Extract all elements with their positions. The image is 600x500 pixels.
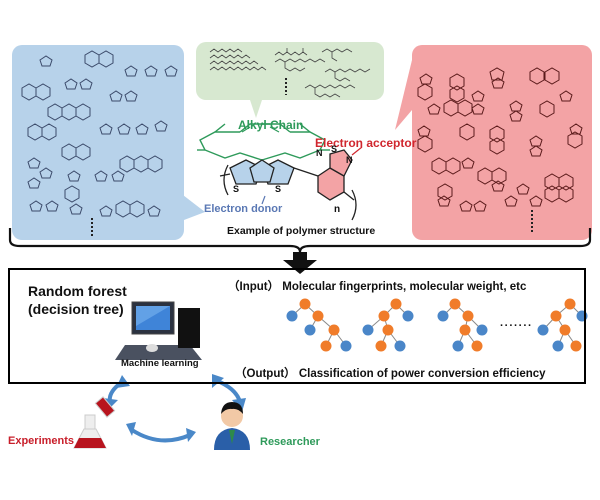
donor-pointer	[261, 195, 266, 205]
computer-icon	[115, 301, 202, 360]
arrow-experiments-researcher	[130, 428, 191, 443]
decision-tree-1	[286, 298, 352, 352]
donor-bubble-tail	[170, 185, 205, 220]
repeat-unit-n: n	[334, 204, 341, 215]
acceptor-thiadiazole-ring	[329, 149, 353, 177]
flask-icon	[73, 396, 116, 449]
acceptor-molecules	[417, 67, 583, 232]
decision-tree-2	[362, 298, 414, 352]
input-description: （Input） Molecular fingerprints, molecula…	[228, 281, 527, 293]
acceptor-nitrogen-1: N	[316, 148, 323, 158]
polymer-structure	[197, 123, 363, 221]
alkyl-pointer-right	[269, 126, 280, 133]
decision-trees	[286, 298, 588, 352]
output-description: （Output） Classification of power convers…	[235, 368, 546, 380]
acceptor-pointer	[351, 146, 363, 156]
donor-molecules	[21, 50, 178, 238]
acceptor-bubble-tail	[395, 60, 412, 130]
polymer-alkyl-chains	[197, 123, 330, 161]
researcher-label: Researcher	[260, 436, 320, 448]
random-forest-title: Random forest	[28, 283, 127, 299]
machine-learning-label: Machine learning	[121, 358, 199, 369]
electron-donor-label: Electron donor	[204, 203, 283, 215]
decision-tree-3	[437, 298, 488, 352]
left-bracket	[223, 164, 229, 196]
electron-acceptor-panel	[412, 45, 592, 240]
experiments-label: Experiments	[8, 435, 75, 447]
polymer-caption: Example of polymer structure	[227, 225, 376, 237]
researcher-icon	[214, 402, 250, 450]
electron-acceptor-label: Electron acceptor	[315, 136, 417, 150]
trees-ellipsis: ·······	[500, 320, 533, 332]
acceptor-nitrogen-2: N	[346, 155, 353, 165]
down-arrow-icon	[283, 260, 317, 274]
donor-sulfur-1: S	[233, 184, 240, 194]
alkyl-chain-sketches	[209, 48, 371, 98]
alkyl-bubble-tail	[250, 100, 262, 118]
cycle-arrows	[107, 378, 242, 443]
donor-sulfur-2: S	[275, 184, 282, 194]
down-arrow-shaft	[293, 252, 307, 262]
alkyl-pointer-left	[241, 126, 251, 133]
acceptor-sulfur: S	[331, 144, 338, 154]
donor-cyclopentane	[249, 159, 275, 183]
right-bracket	[351, 189, 357, 221]
alkyl-chain-label: Alkyl Chain	[238, 118, 304, 132]
decision-tree-subtitle: (decision tree)	[28, 301, 124, 317]
random-forest-box	[8, 268, 586, 384]
